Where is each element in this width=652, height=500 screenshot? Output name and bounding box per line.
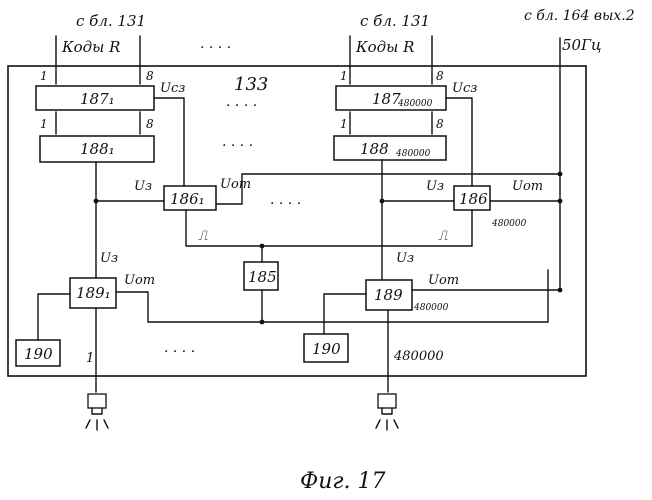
uot-label-186-last: Uот — [512, 179, 543, 194]
uz-label-186-last: Uз — [426, 179, 444, 194]
bit-label-right-1: 1 — [340, 69, 348, 83]
clock-input-source: с бл. 164 вых.2 — [524, 8, 635, 24]
uot-label-189-last: Uот — [428, 273, 459, 288]
wire-clock-main — [412, 38, 560, 290]
junction-right-node — [380, 199, 385, 204]
ucz-label-right: Uсз — [452, 81, 477, 96]
block-185-label: 185 — [248, 268, 277, 286]
lamp-first-icon — [86, 394, 108, 430]
wire-186-last-to-187 — [446, 98, 472, 186]
block-190-last-label: 190 — [312, 340, 341, 358]
block-188-last-sub: 480000 — [395, 149, 431, 159]
junction-clock-174 — [558, 172, 563, 177]
figure-caption: Фиг. 17 — [300, 469, 386, 494]
wire-190-last-to-189 — [324, 294, 366, 334]
junction-185-common — [260, 320, 265, 325]
bit-label-left-8: 8 — [146, 69, 154, 83]
bit-label-left-1: 1 — [40, 69, 48, 83]
pulse-symbol-left: ⎍ — [198, 228, 208, 244]
right-input-codes: Коды R — [355, 38, 414, 56]
bit-label-right-8: 8 — [436, 69, 444, 83]
junction-clock-290 — [558, 288, 563, 293]
uz-label-189-last: Uз — [396, 251, 414, 266]
output-label-last: 480000 — [393, 349, 444, 364]
junction-clock-186 — [558, 199, 563, 204]
uot-label-189-1: Uот — [124, 273, 155, 288]
block-186-last-sub: 480000 — [491, 219, 527, 229]
block-188-1-label: 188₁ — [80, 140, 115, 158]
block-186-1-label: 186₁ — [170, 190, 205, 208]
bit-label-right-1b: 1 — [340, 117, 348, 131]
uot-label-186-1: Uот — [220, 177, 251, 192]
block-190-first-label: 190 — [24, 345, 53, 363]
ellipsis-cmp: · · · · — [270, 196, 301, 212]
lamp-last-icon — [376, 394, 398, 430]
clock-input-freq: 50Гц — [562, 36, 602, 54]
ellipsis-reg: · · · · — [226, 98, 257, 114]
ellipsis-gate: · · · · — [164, 344, 195, 360]
pulse-symbol-right: ⎍ — [438, 228, 448, 244]
wire-186-1-to-bus — [186, 210, 472, 246]
ucz-label-left: Uсз — [160, 81, 185, 96]
right-input-source: с бл. 131 — [360, 12, 430, 30]
block-187-1-label: 187₁ — [80, 90, 115, 108]
wire-190-first-to-189 — [38, 294, 70, 340]
wire-clock-186-1 — [216, 174, 560, 204]
block-133-label: 133 — [234, 74, 268, 95]
block-189-last-label: 189 — [374, 286, 403, 304]
wire-clock-to-189-1 — [116, 270, 548, 322]
bit-label-left-1b: 1 — [40, 117, 48, 131]
block-188-last-label: 188 — [360, 140, 389, 158]
left-input-codes: Коды R — [61, 38, 120, 56]
block-189-1-label: 189₁ — [76, 284, 111, 302]
output-label-first: 1 — [86, 351, 94, 366]
bit-label-right-8b: 8 — [436, 117, 444, 131]
block-187-last-sub: 480000 — [397, 99, 433, 109]
block-186-last-label: 186 — [459, 190, 488, 208]
uz-label-186-1: Uз — [134, 179, 152, 194]
bit-label-left-8b: 8 — [146, 117, 154, 131]
top-ellipsis: · · · · — [200, 40, 231, 56]
block-187-last-label: 187 — [372, 90, 401, 108]
ellipsis-cnt: · · · · — [222, 138, 253, 154]
uz-label-189-1: Uз — [100, 251, 118, 266]
block-189-last-sub: 480000 — [413, 303, 449, 313]
left-input-source: с бл. 131 — [76, 12, 146, 30]
wire-186-1-to-187-1 — [154, 98, 184, 186]
junction-left-node — [94, 199, 99, 204]
